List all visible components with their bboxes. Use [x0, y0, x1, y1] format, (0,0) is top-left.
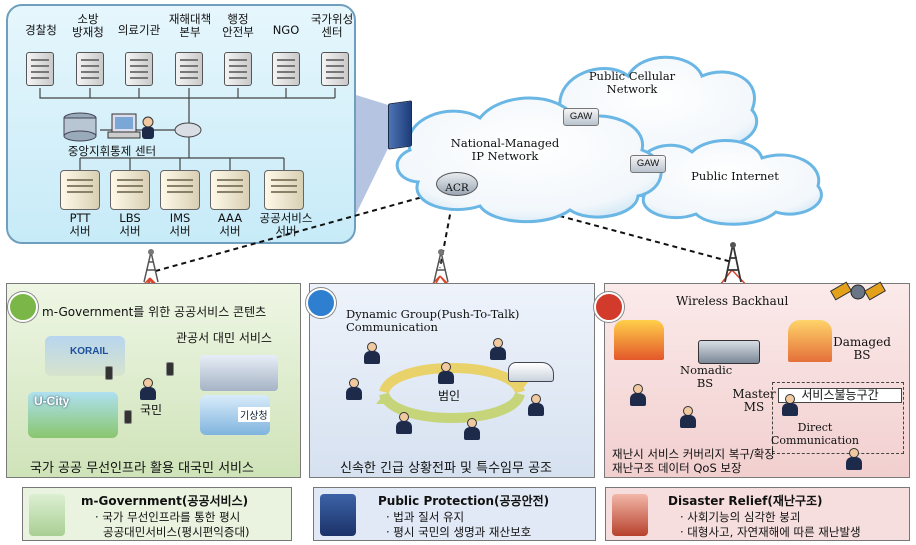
summary-line: · 평시 국민의 생명과 재산보호 [386, 525, 532, 539]
antenna-tower-icon [143, 249, 159, 283]
disaster-relief-panel [604, 283, 910, 478]
panel-caption: 재난구조 데이터 QoS 보장 [612, 461, 742, 475]
acr-label: ACR [445, 182, 469, 194]
wireless-backhaul-label: Wireless Backhaul [676, 294, 789, 308]
korail-logo: KORAIL [70, 346, 109, 357]
server-label: PTT 서버 [69, 211, 91, 238]
server-icon [264, 170, 304, 210]
nomadic-bs-truck-icon [698, 340, 760, 364]
direct-communication-label: Direct Communication [771, 421, 859, 447]
agency-label: 행정 안전부 [222, 12, 254, 39]
gateway-device-icon [388, 100, 412, 150]
damaged-bs-icon [788, 320, 832, 362]
officer-person-icon [528, 394, 544, 416]
officer-person-icon [364, 342, 380, 364]
agency-label: 재해대책 본부 [168, 12, 212, 39]
summary-line: · 대형사고, 자연재해에 따른 재난발생 [680, 525, 861, 539]
satellite-icon [830, 281, 886, 301]
weather-logo: 기상청 [238, 407, 270, 422]
rescuer-person-icon [782, 394, 798, 416]
server-icon [272, 52, 300, 86]
national-network-label: National-Managed IP Network [450, 136, 560, 163]
panel-caption: 국가 공공 무선인프라 활용 대국민 서비스 [30, 461, 254, 476]
damaged-bs-label: Damaged BS [833, 335, 891, 362]
summary-title: Disaster Relief(재난구조) [668, 494, 823, 508]
phone-icon [166, 362, 174, 376]
panel-subtitle: 관공서 대민 서비스 [176, 331, 272, 345]
burning-building-icon [614, 320, 664, 360]
server-icon [26, 52, 54, 86]
suspect-person-icon [438, 362, 454, 384]
office-scene [200, 355, 278, 391]
disaster-relief-summary: Disaster Relief(재난구조) · 사회기능의 심각한 붕괴 · 대… [605, 487, 910, 541]
rescuer-person-icon [846, 448, 862, 470]
panel-caption: 재난시 서비스 커버리지 복구/확장 [612, 447, 775, 461]
server-label: AAA 서버 [217, 211, 243, 238]
server-icon [210, 170, 250, 210]
control-center-icons [63, 112, 202, 142]
agency-label: 국가위성 센터 [310, 12, 354, 39]
panel-title: Dynamic Group(Push-To-Talk) Communicatio… [346, 307, 520, 334]
server-icon [321, 52, 349, 86]
firefighter-avatar [612, 494, 648, 536]
outage-zone-label: 서비스불능구간 [778, 388, 902, 403]
officer-person-icon [396, 412, 412, 434]
agency-label: NGO [272, 23, 300, 37]
cellular-network-label: Public Cellular Network [588, 69, 676, 96]
circulating-arrows [376, 363, 528, 423]
server-icon [175, 52, 203, 86]
acr-router-icon [436, 172, 478, 196]
fire-wall-icon [594, 292, 624, 322]
agency-label: 경찰청 [25, 23, 57, 37]
citizen-label: 국민 [140, 403, 163, 417]
rescuer-person-icon [680, 406, 696, 428]
master-ms-label: Master MS [732, 387, 776, 414]
summary-line: · 국가 무선인프라를 통한 평시 [95, 510, 241, 524]
suspect-label: 범인 [438, 389, 461, 403]
control-center-label: 중앙지휘통제 센터 [67, 144, 157, 158]
ucity-scene [28, 392, 118, 438]
antenna-tower-icon [724, 242, 742, 283]
server-label: LBS 서버 [119, 211, 141, 238]
officer-person-icon [490, 338, 506, 360]
antenna-tower-icon [433, 249, 449, 283]
officer-person-icon [464, 418, 480, 440]
server-icon [110, 170, 150, 210]
ucity-logo: U-City [34, 394, 70, 408]
globe-icon [8, 292, 38, 322]
summary-title: m-Government(공공서비스) [81, 494, 249, 508]
server-icon [60, 170, 100, 210]
citizen-person-icon [140, 378, 156, 400]
summary-line: · 사회기능의 심각한 붕괴 [680, 510, 801, 524]
summary-line: 공공대민서비스(평시편익증대) [103, 525, 250, 539]
phone-icon [124, 410, 132, 424]
panel-caption: 신속한 긴급 상황전파 및 특수임무 공조 [340, 461, 553, 476]
gaw-gateway-1: GAW [563, 108, 599, 126]
agency-label: 소방 방재청 [72, 12, 104, 39]
police-car-icon [508, 362, 554, 382]
public-protection-summary: Public Protection(공공안전) · 법과 질서 유지 · 평시 … [313, 487, 596, 541]
officer-person-icon [346, 378, 362, 400]
internet-label: Public Internet [691, 169, 779, 183]
server-icon [224, 52, 252, 86]
panel-title: m-Government를 위한 공공서비스 콘텐츠 [42, 305, 267, 319]
m-government-summary: m-Government(공공서비스) · 국가 무선인프라를 통한 평시 공공… [22, 487, 292, 541]
nomadic-bs-label: Nomadic BS [680, 363, 733, 390]
server-icon [125, 52, 153, 86]
police-avatar [320, 494, 356, 536]
server-icon [160, 170, 200, 210]
outage-zone [772, 382, 904, 454]
phone-icon [105, 366, 113, 380]
gaw-gateway-2: GAW [630, 155, 666, 173]
server-label: IMS 서버 [169, 211, 191, 238]
server-label: 공공서비스 서버 [259, 211, 313, 238]
summary-title: Public Protection(공공안전) [378, 494, 550, 508]
staff-avatar [29, 494, 65, 536]
server-icon [76, 52, 104, 86]
rescuer-person-icon [630, 384, 646, 406]
magnifier-icon [306, 288, 336, 318]
summary-line: · 법과 질서 유지 [386, 510, 465, 524]
agency-label: 의료기관 [117, 23, 161, 37]
